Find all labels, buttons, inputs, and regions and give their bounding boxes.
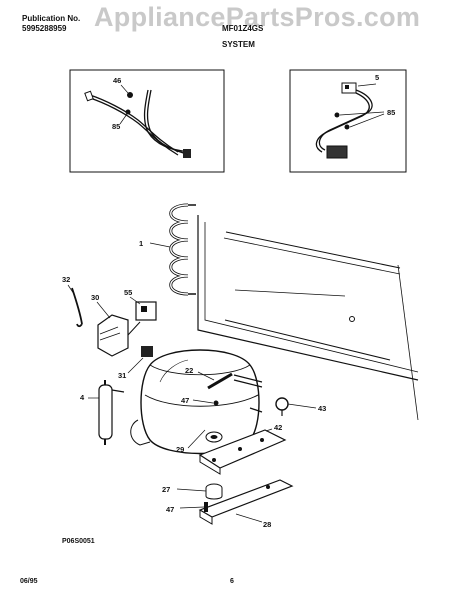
watermark: AppliancePartsPros.com: [94, 2, 421, 32]
model-number: MF01Z4GS: [222, 24, 264, 33]
publication-label: Publication No.: [22, 14, 81, 23]
filter-drier: [88, 380, 125, 445]
callout-55: 55: [124, 288, 132, 297]
callout-27: 27: [162, 485, 170, 494]
callout-47-upper: 47: [181, 396, 189, 405]
mounting-plate: [198, 428, 287, 475]
inset-right: [289, 69, 407, 173]
inset-left: [69, 69, 225, 173]
diagram-id: P06S0051: [62, 538, 95, 545]
cabinet-corner: [197, 215, 419, 421]
section-title: SYSTEM: [222, 40, 255, 49]
overload-ring: [275, 397, 317, 416]
callout-4: 4: [80, 393, 85, 402]
mounting-rail: [179, 479, 294, 525]
callout-85-right: 85: [387, 108, 395, 117]
condenser-coil: [149, 203, 196, 296]
callout-46: 46: [113, 76, 121, 85]
callout-22: 22: [185, 366, 193, 375]
relay-parts: [67, 284, 157, 374]
publication-number: 5995288959: [22, 24, 67, 33]
callout-31: 31: [118, 371, 126, 380]
callout-1: 1: [139, 239, 143, 248]
callout-42: 42: [274, 423, 282, 432]
callout-28: 28: [263, 520, 271, 529]
page-number: 6: [230, 578, 234, 585]
callout-85-left: 85: [112, 122, 120, 131]
callout-47-lower: 47: [166, 505, 174, 514]
callout-32: 32: [62, 275, 70, 284]
callout-29: 29: [176, 445, 184, 454]
footer-date: 06/95: [20, 578, 38, 585]
callout-43: 43: [318, 404, 326, 413]
callout-5: 5: [375, 73, 379, 82]
grommet: [176, 483, 223, 500]
compressor: [130, 349, 263, 455]
callout-30: 30: [91, 293, 99, 302]
